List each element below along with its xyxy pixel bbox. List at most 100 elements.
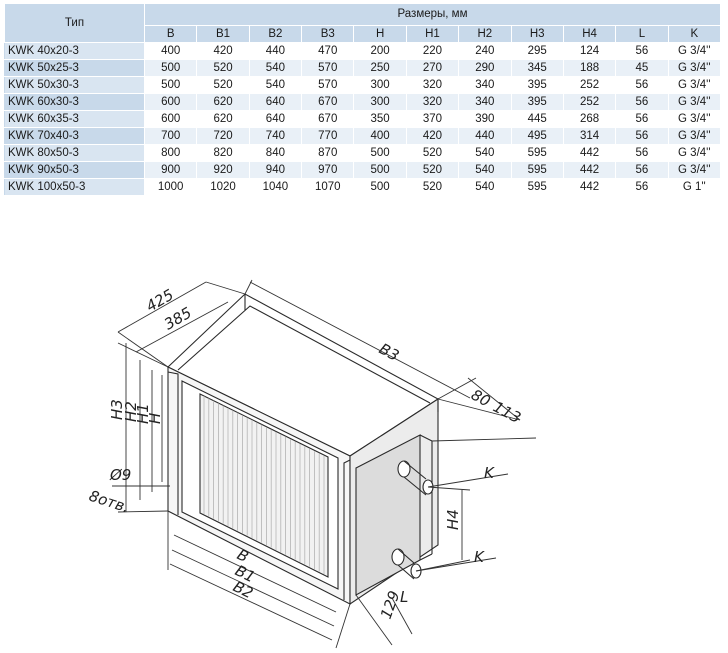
type-cell: KWK 70x40-3 xyxy=(4,127,145,145)
table-cell: G 3/4'' xyxy=(667,76,722,94)
dim-80-label: 80 xyxy=(468,386,493,411)
dim-holes-count-label: 8отв. xyxy=(87,487,132,517)
table-cell: 640 xyxy=(248,110,303,128)
table-cell: 820 xyxy=(196,144,250,162)
table-cell: 500 xyxy=(143,76,198,94)
type-cell: KWK 50x30-3 xyxy=(4,76,145,94)
table-cell: 840 xyxy=(248,144,303,162)
table-cell: 395 xyxy=(510,76,564,94)
table-cell: 442 xyxy=(562,144,617,162)
type-cell: KWK 40x20-3 xyxy=(4,42,145,60)
dim-hole-label: Ø9 xyxy=(109,466,131,484)
table-cell: 56 xyxy=(615,127,669,145)
fin-pattern xyxy=(203,396,325,574)
table-cell: 56 xyxy=(615,93,669,111)
table-cell: 540 xyxy=(458,144,512,162)
table-cell: 520 xyxy=(196,76,250,94)
table-cell: 220 xyxy=(405,42,460,60)
table-cell: 920 xyxy=(196,161,250,179)
table-cell: 390 xyxy=(458,110,512,128)
table-cell: 56 xyxy=(615,76,669,94)
table-cell: 268 xyxy=(562,110,617,128)
table-cell: 870 xyxy=(301,144,355,162)
table-cell: 400 xyxy=(353,127,407,145)
table-cell: 520 xyxy=(405,144,460,162)
table-cell: 250 xyxy=(353,59,407,77)
table-cell: 370 xyxy=(405,110,460,128)
column-header: K xyxy=(667,25,722,43)
table-cell: 400 xyxy=(143,42,198,60)
table-cell: 670 xyxy=(301,93,355,111)
dim-l-label: L xyxy=(400,588,408,606)
coil-fins xyxy=(199,393,329,578)
dim-h2-label: H2 xyxy=(122,401,140,422)
table-cell: G 3/4'' xyxy=(667,59,722,77)
table-cell: G 3/4'' xyxy=(667,42,722,60)
table-cell: 350 xyxy=(353,110,407,128)
table-cell: 420 xyxy=(196,42,250,60)
upper-pipe xyxy=(397,460,434,496)
table-cell: 700 xyxy=(143,127,198,145)
table-cell: 740 xyxy=(248,127,303,145)
table-cell: 495 xyxy=(510,127,564,145)
table-cell: 900 xyxy=(143,161,198,179)
table-cell: 540 xyxy=(248,76,303,94)
table-cell: 940 xyxy=(248,161,303,179)
column-header: H1 xyxy=(405,25,460,43)
heater-drawing: 425 385 B3 80 113 H3 H2 H1 H Ø9 8отв. B … xyxy=(87,279,537,649)
column-header: B xyxy=(143,25,198,43)
table-cell: 320 xyxy=(405,76,460,94)
table-cell: 500 xyxy=(353,144,407,162)
table-cell: G 3/4'' xyxy=(667,93,722,111)
column-header: H xyxy=(353,25,407,43)
table-cell: 442 xyxy=(562,161,617,179)
table-cell: 300 xyxy=(353,76,407,94)
table-cell: 540 xyxy=(458,178,512,196)
dim-h3-label: H3 xyxy=(108,399,126,420)
table-cell: 500 xyxy=(353,161,407,179)
table-cell: 520 xyxy=(196,59,250,77)
dim-k-top-label: K xyxy=(484,464,495,482)
table-cell: 520 xyxy=(405,161,460,179)
table-cell: 240 xyxy=(458,42,512,60)
table-cell: 314 xyxy=(562,127,617,145)
dim-129-label: 129 xyxy=(377,588,404,621)
table-cell: G 3/4'' xyxy=(667,110,722,128)
table-cell: 300 xyxy=(353,93,407,111)
table-cell: 442 xyxy=(562,178,617,196)
table-cell: 595 xyxy=(510,178,564,196)
table-cell: 670 xyxy=(301,110,355,128)
table-cell: 290 xyxy=(458,59,512,77)
table-cell: 56 xyxy=(615,144,669,162)
table-cell: 395 xyxy=(510,93,564,111)
table-cell: 720 xyxy=(196,127,250,145)
type-cell: KWK 50x25-3 xyxy=(4,59,145,77)
table-cell: G 3/4'' xyxy=(667,127,722,145)
table-cell: 200 xyxy=(353,42,407,60)
type-cell: KWK 80x50-3 xyxy=(4,144,145,162)
table-cell: 188 xyxy=(562,59,617,77)
table-cell: 252 xyxy=(562,93,617,111)
table-cell: G 3/4'' xyxy=(667,161,722,179)
table-cell: 500 xyxy=(353,178,407,196)
table-cell: 570 xyxy=(301,59,355,77)
table-cell: G 1'' xyxy=(667,178,722,196)
dim-113-label: 113 xyxy=(490,398,524,427)
table-cell: 252 xyxy=(562,76,617,94)
column-header: B2 xyxy=(248,25,303,43)
table-cell: 600 xyxy=(143,93,198,111)
table-cell: 595 xyxy=(510,161,564,179)
table-cell: 124 xyxy=(562,42,617,60)
table-cell: 620 xyxy=(196,93,250,111)
column-header: H4 xyxy=(562,25,617,43)
